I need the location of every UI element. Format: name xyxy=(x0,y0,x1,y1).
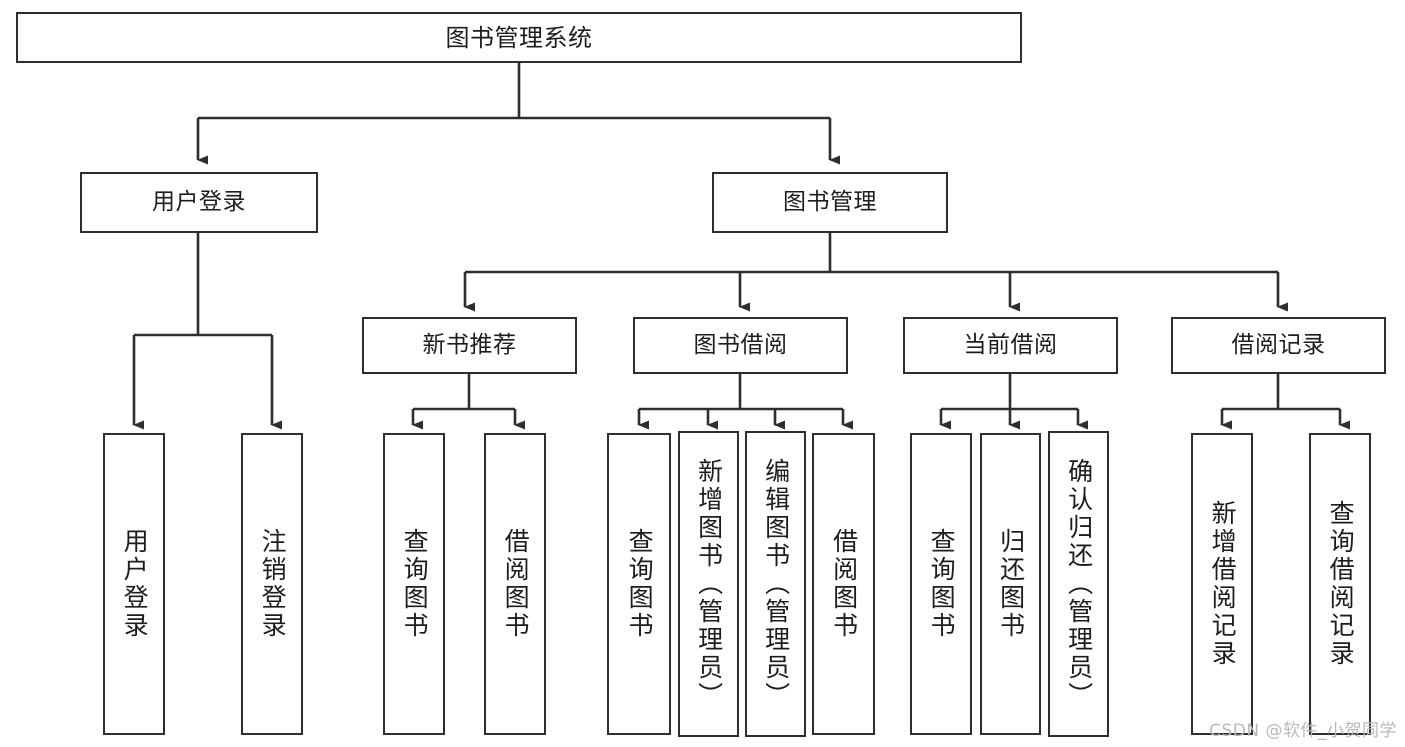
node-label: 查询借阅记录 xyxy=(1326,500,1356,668)
leaf-query-book-borrow[interactable]: 查询图书 xyxy=(607,433,671,735)
leaf-borrow-book-recommend[interactable]: 借阅图书 xyxy=(484,433,546,735)
node-user-login[interactable]: 用户登录 xyxy=(80,172,318,233)
leaf-add-borrow-record[interactable]: 新增借阅记录 xyxy=(1191,433,1253,735)
node-borrow-record[interactable]: 借阅记录 xyxy=(1171,317,1386,374)
leaf-query-borrow-record[interactable]: 查询借阅记录 xyxy=(1309,433,1371,735)
node-label: 图书借阅 xyxy=(693,332,788,358)
node-label: 图书管理 xyxy=(783,189,877,215)
node-label: 确认归还（管理员） xyxy=(1064,458,1094,710)
node-label: 新增图书（管理员） xyxy=(694,458,724,710)
node-new-book-recommend[interactable]: 新书推荐 xyxy=(362,317,577,374)
leaf-user-login[interactable]: 用户登录 xyxy=(103,433,165,735)
node-label: 查询图书 xyxy=(927,528,957,640)
node-label: 编辑图书（管理员） xyxy=(761,458,791,710)
node-label: 用户登录 xyxy=(120,528,150,640)
node-label: 归还图书 xyxy=(996,528,1026,640)
node-book-borrow[interactable]: 图书借阅 xyxy=(633,317,848,374)
leaf-borrow-book[interactable]: 借阅图书 xyxy=(812,433,875,735)
leaf-user-logout[interactable]: 注销登录 xyxy=(241,433,303,735)
leaf-edit-book-admin[interactable]: 编辑图书（管理员） xyxy=(745,431,806,737)
leaf-add-book-admin[interactable]: 新增图书（管理员） xyxy=(678,431,739,737)
node-current-borrow[interactable]: 当前借阅 xyxy=(903,317,1118,374)
leaf-query-book-recommend[interactable]: 查询图书 xyxy=(383,433,445,735)
leaf-confirm-return-admin[interactable]: 确认归还（管理员） xyxy=(1048,431,1109,737)
watermark: CSDN @软件_小贺同学 xyxy=(1209,721,1397,741)
node-label: 借阅图书 xyxy=(829,528,859,640)
leaf-return-book[interactable]: 归还图书 xyxy=(980,433,1041,735)
node-label: 当前借阅 xyxy=(963,332,1058,358)
node-label: 新增借阅记录 xyxy=(1208,500,1238,668)
node-label: 新书推荐 xyxy=(422,332,517,358)
node-label: 用户登录 xyxy=(152,189,246,215)
node-label: 注销登录 xyxy=(258,528,288,640)
node-label: 借阅记录 xyxy=(1231,332,1326,358)
leaf-query-book-current[interactable]: 查询图书 xyxy=(910,433,972,735)
node-label: 借阅图书 xyxy=(501,528,531,640)
node-book-manage[interactable]: 图书管理 xyxy=(712,172,948,233)
node-label: 图书管理系统 xyxy=(445,23,593,52)
node-root-book-management-system[interactable]: 图书管理系统 xyxy=(16,12,1022,63)
node-label: 查询图书 xyxy=(400,528,430,640)
node-label: 查询图书 xyxy=(625,528,655,640)
